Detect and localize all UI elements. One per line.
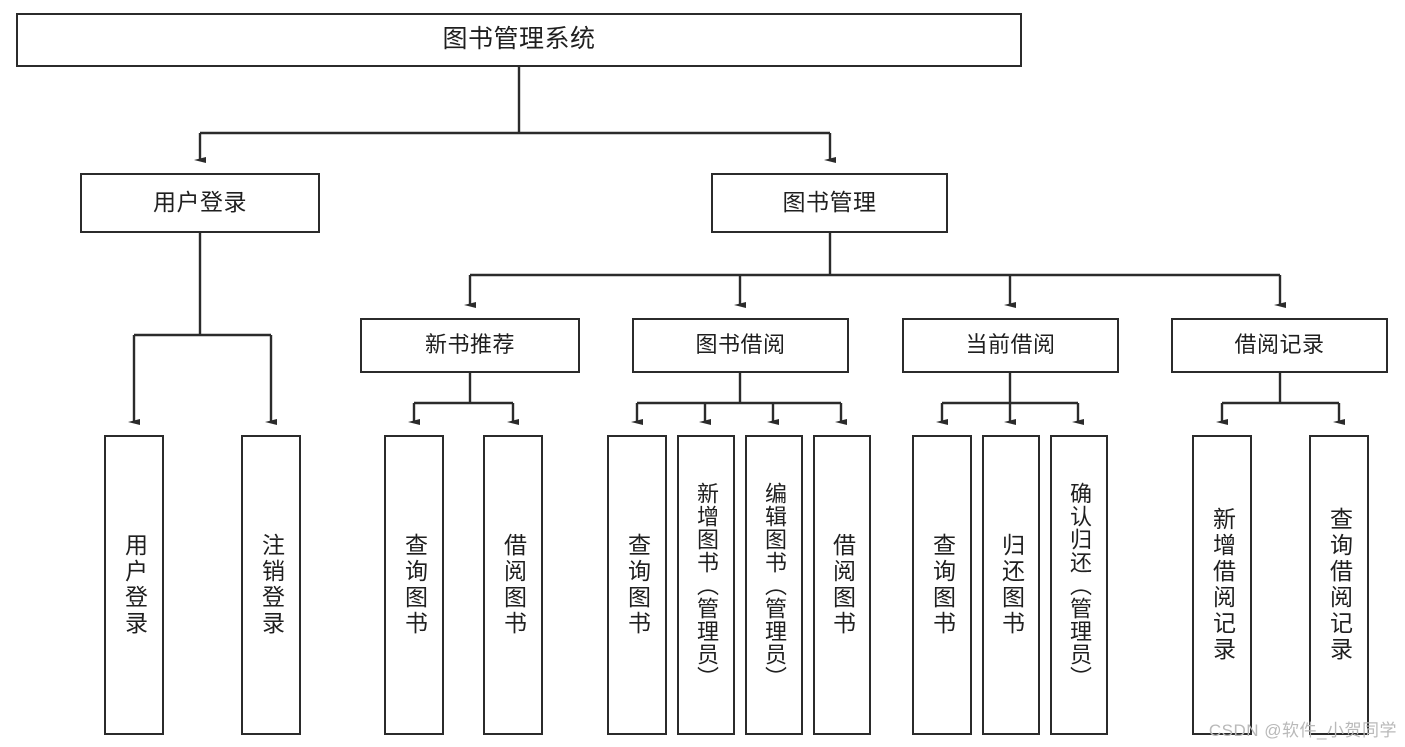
node-root[interactable]: 图书管理系统: [16, 13, 1022, 67]
leaf-confirm-return-admin[interactable]: 确认归还（管理员）: [1050, 435, 1108, 735]
leaf-add-borrow-record-label: 新增借阅记录: [1209, 507, 1236, 663]
leaf-borrow-book-recommend[interactable]: 借阅图书: [483, 435, 543, 735]
node-current-borrow[interactable]: 当前借阅: [902, 318, 1119, 373]
leaf-query-book-recommend[interactable]: 查询图书: [384, 435, 444, 735]
leaf-query-borrow-record-label: 查询借阅记录: [1326, 507, 1353, 663]
node-borrow-records[interactable]: 借阅记录: [1171, 318, 1388, 373]
leaf-add-book-admin[interactable]: 新增图书（管理员）: [677, 435, 735, 735]
leaf-edit-book-admin[interactable]: 编辑图书（管理员）: [745, 435, 803, 735]
leaf-add-book-admin-label: 新增图书（管理员）: [694, 481, 719, 689]
leaf-query-book-current[interactable]: 查询图书: [912, 435, 972, 735]
leaf-return-book-label: 归还图书: [998, 533, 1025, 637]
csdn-watermark: CSDN @软件_小贺同学: [1208, 721, 1397, 740]
node-book-borrow[interactable]: 图书借阅: [632, 318, 849, 373]
leaf-borrow-book-recommend-label: 借阅图书: [500, 533, 527, 637]
leaf-logout[interactable]: 注销登录: [241, 435, 301, 735]
node-new-book-recommend-label: 新书推荐: [424, 332, 515, 358]
node-user-login-label: 用户登录: [153, 189, 247, 216]
leaf-logout-label: 注销登录: [258, 533, 285, 637]
node-user-login[interactable]: 用户登录: [80, 173, 320, 233]
leaf-query-book-borrow[interactable]: 查询图书: [607, 435, 667, 735]
node-new-book-recommend[interactable]: 新书推荐: [360, 318, 580, 373]
node-borrow-records-label: 借阅记录: [1234, 332, 1325, 358]
node-current-borrow-label: 当前借阅: [965, 332, 1056, 358]
leaf-query-borrow-record[interactable]: 查询借阅记录: [1309, 435, 1369, 735]
node-book-management[interactable]: 图书管理: [711, 173, 948, 233]
leaf-return-book[interactable]: 归还图书: [982, 435, 1040, 735]
leaf-add-borrow-record[interactable]: 新增借阅记录: [1192, 435, 1252, 735]
leaf-query-book-recommend-label: 查询图书: [401, 533, 428, 637]
node-book-management-label: 图书管理: [782, 189, 877, 216]
leaf-user-login-label: 用户登录: [121, 533, 148, 637]
node-book-borrow-label: 图书借阅: [695, 332, 786, 358]
leaf-confirm-return-admin-label: 确认归还（管理员）: [1067, 481, 1092, 689]
leaf-borrow-book-label: 借阅图书: [829, 533, 856, 637]
leaf-user-login[interactable]: 用户登录: [104, 435, 164, 735]
node-root-label: 图书管理系统: [442, 25, 596, 54]
leaf-edit-book-admin-label: 编辑图书（管理员）: [762, 481, 787, 689]
leaf-query-book-current-label: 查询图书: [929, 533, 956, 637]
leaf-query-book-borrow-label: 查询图书: [624, 533, 651, 637]
leaf-borrow-book[interactable]: 借阅图书: [813, 435, 871, 735]
